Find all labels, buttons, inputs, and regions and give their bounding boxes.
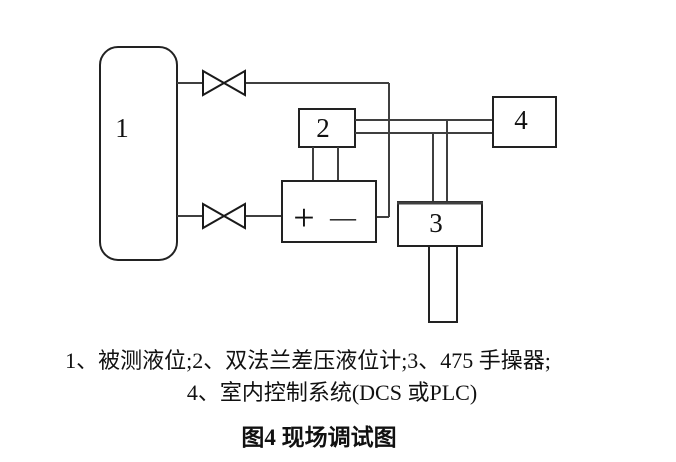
valve-bottom-icon: [202, 202, 246, 230]
figure-title: 图4 现场调试图: [241, 425, 397, 450]
control-system-box: [492, 96, 557, 148]
tank-outline: [99, 46, 178, 261]
plus-sign: +: [293, 197, 314, 239]
communicator-stub: [428, 245, 458, 323]
transmitter-head-box: [298, 108, 356, 148]
legend-line-1: 1、被测液位;2、双法兰差压液位计;3、475 手操器;: [65, 348, 551, 373]
communicator-label: 3: [429, 208, 443, 238]
transmitter-body-box: [281, 180, 377, 243]
field-debug-diagram: 1 2 3 4 + —: [99, 46, 557, 323]
valve-top-icon: [202, 69, 246, 97]
tank-label: 1: [115, 113, 129, 143]
minus-sign: —: [329, 203, 357, 232]
control-system-label: 4: [514, 105, 528, 135]
transmitter-label: 2: [316, 113, 330, 143]
legend-line-2: 4、室内控制系统(DCS 或PLC): [186, 380, 478, 405]
